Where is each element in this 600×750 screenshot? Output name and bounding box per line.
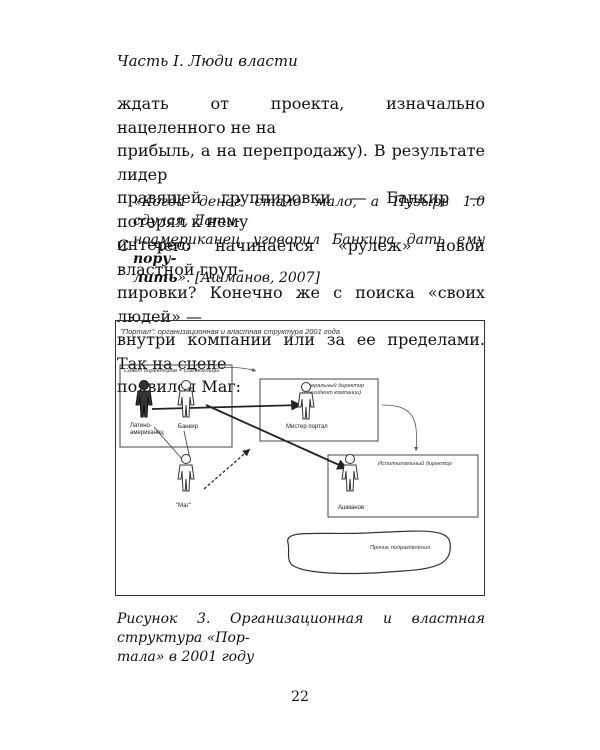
org-diagram: "Портал": организационная и властная стр… bbox=[119, 327, 479, 575]
quote-emphasis: пору- bbox=[133, 251, 177, 267]
paragraph-1-line: интерес: bbox=[117, 235, 191, 254]
running-header: Часть I. Люди власти bbox=[117, 52, 298, 70]
banker-label: Банкир bbox=[178, 424, 199, 430]
paragraph-1: ждать от проекта, изначально нацеленного… bbox=[117, 92, 485, 257]
board-to-director-link bbox=[211, 367, 257, 372]
director-to-executive-link bbox=[381, 404, 419, 452]
mag-label: "Маг" bbox=[176, 503, 191, 509]
caption-line: тала» в 2001 году bbox=[117, 649, 255, 665]
power-arrow-latino-to-portal bbox=[151, 399, 303, 411]
ashmanov-label: Ашманов bbox=[338, 505, 364, 511]
quote-line: лить». [Ашманов, 2007] bbox=[133, 270, 321, 286]
figure-title: "Портал": организационная и властная стр… bbox=[120, 327, 340, 336]
company-president-label: (президент компании) bbox=[302, 390, 361, 396]
executive-director-label: Исполнительный директор bbox=[378, 460, 452, 467]
quote-emphasis: лить bbox=[133, 270, 178, 286]
mag-to-latino-line bbox=[153, 426, 183, 460]
paragraph-1-line: ждать от проекта, изначально нацеленного… bbox=[117, 94, 485, 137]
mag-to-banker-line bbox=[183, 430, 191, 460]
caption-line: Рисунок 3. Организационная и властная ст… bbox=[117, 611, 485, 646]
power-arrow-banker-to-ashmanov bbox=[205, 404, 349, 470]
mag-influence-arrow bbox=[203, 448, 251, 490]
general-director-box bbox=[259, 378, 379, 442]
figure-caption: Рисунок 3. Организационная и властная ст… bbox=[117, 610, 485, 667]
other-units-blob bbox=[287, 530, 451, 575]
quote-line: «Когда денег стало мало, а Пузырь 1.0 сд… bbox=[133, 194, 485, 229]
paragraph-1-line: правящей группировки — Банкир — потерял … bbox=[117, 188, 485, 231]
quote-line: ноамериканец уговорил Банкира дать ему п… bbox=[133, 232, 485, 267]
paragraph-2-line: С чего начинается «рулеж» новой властной… bbox=[117, 236, 485, 279]
mister-portal-label: Мистер портал bbox=[286, 424, 328, 430]
block-quote: «Когда денег стало мало, а Пузырь 1.0 сд… bbox=[133, 193, 485, 288]
general-director-label: Генеральный директор bbox=[302, 382, 364, 389]
latino-american-label: американец bbox=[130, 430, 164, 436]
banker-figure bbox=[177, 380, 195, 418]
page-number: 22 bbox=[291, 689, 309, 705]
latino-american-label: Латино- bbox=[130, 423, 152, 429]
latino-american-figure bbox=[135, 380, 153, 418]
board-label: Совет директоров = совладельцы bbox=[124, 368, 220, 374]
executive-director-box bbox=[327, 454, 479, 518]
paragraph-2-line: внутри компании или за ее пределами. Так… bbox=[117, 330, 485, 373]
paragraph-2: С чего начинается «рулеж» новой властной… bbox=[117, 234, 485, 399]
ashmanov-figure bbox=[341, 454, 359, 492]
paragraph-1-line: прибыль, а на перепродажу). В результате… bbox=[117, 141, 485, 184]
other-units-label: Прочие подразделения bbox=[370, 545, 430, 551]
mag-figure bbox=[177, 454, 195, 492]
org-structure-figure: "Портал": организационная и властная стр… bbox=[115, 320, 485, 596]
